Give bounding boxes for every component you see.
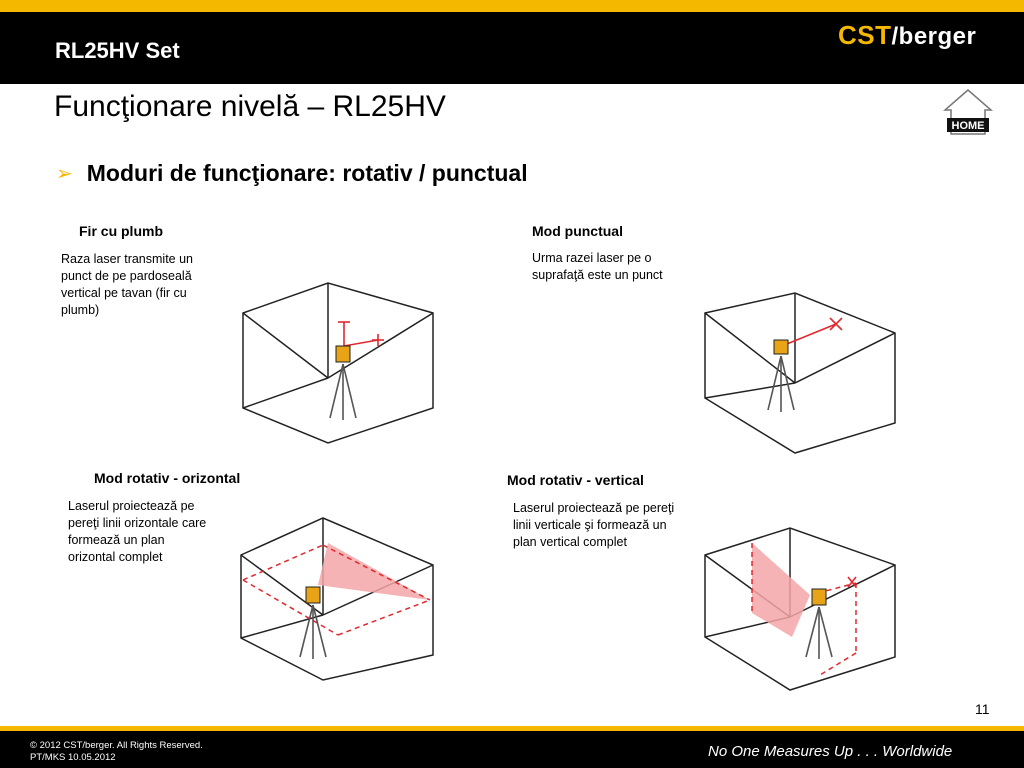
desc-line: plan vertical complet: [513, 535, 627, 549]
home-icon: HOME: [942, 89, 994, 135]
footer-copyright: © 2012 CST/berger. All Rights Reserved. …: [30, 740, 203, 764]
desc-line: Laserul proiectează pe pereţi: [513, 501, 675, 515]
mode-title-plumb: Fir cu plumb: [79, 223, 163, 239]
mode-title-vertical: Mod rotativ - vertical: [507, 472, 644, 488]
diagram-horizontal: [240, 517, 434, 681]
desc-line: punct de pe pardoseală: [61, 269, 192, 283]
mode-desc-plumb: Raza laser transmite un punct de pe pard…: [61, 251, 241, 319]
bullet-text: Moduri de funcţionare: rotativ / punctua…: [86, 160, 528, 186]
bullet-arrow-icon: ➢: [56, 162, 73, 185]
desc-line: linii verticale şi formează un: [513, 518, 667, 532]
mode-title-point: Mod punctual: [532, 223, 623, 239]
desc-line: plumb): [61, 303, 100, 317]
diagram-vertical: [704, 527, 896, 691]
desc-line: orizontal complet: [68, 550, 163, 564]
home-button[interactable]: HOME: [942, 88, 994, 136]
footer-slogan: No One Measures Up . . . Worldwide: [708, 743, 953, 760]
diagram-plumb: [242, 282, 434, 444]
header-bar: [0, 12, 1024, 84]
desc-line: suprafaţă este un punct: [532, 268, 663, 282]
brand-logo: CST/berger: [838, 20, 976, 51]
footer-accent-stripe: [0, 726, 1024, 731]
footer-bar: [0, 731, 1024, 768]
mode-title-horizontal: Mod rotativ - orizontal: [94, 470, 241, 486]
header-title: RL25HV Set: [55, 38, 180, 63]
copyright-line: PT/MKS 10.05.2012: [30, 752, 116, 763]
bullet-row: ➢ Moduri de funcţionare: rotativ / punct…: [56, 160, 528, 187]
page-number: 11: [975, 701, 990, 717]
desc-line: Laserul proiectează pe: [68, 499, 195, 513]
mode-desc-vertical: Laserul proiectează pe pereţi linii vert…: [513, 500, 703, 551]
desc-line: vertical pe tavan (fir cu: [61, 286, 187, 300]
diagram-point: [704, 292, 896, 454]
home-label: HOME: [952, 120, 985, 132]
top-accent-stripe: [0, 0, 1024, 12]
copyright-line: © 2012 CST/berger. All Rights Reserved.: [30, 740, 203, 751]
desc-line: pereţi linii orizontale care: [68, 516, 207, 530]
mode-desc-point: Urma razei laser pe o suprafaţă este un …: [532, 250, 712, 284]
slide-title: Funcţionare nivelă – RL25HV: [54, 90, 446, 123]
desc-line: Urma razei laser pe o: [532, 251, 652, 265]
logo-slash: /: [891, 23, 899, 50]
desc-line: Raza laser transmite un: [61, 252, 194, 266]
logo-cst: CST: [838, 20, 892, 50]
desc-line: formează un plan: [68, 533, 165, 547]
mode-desc-horizontal: Laserul proiectează pe pereţi linii oriz…: [68, 498, 248, 566]
logo-berger: berger: [898, 23, 977, 50]
